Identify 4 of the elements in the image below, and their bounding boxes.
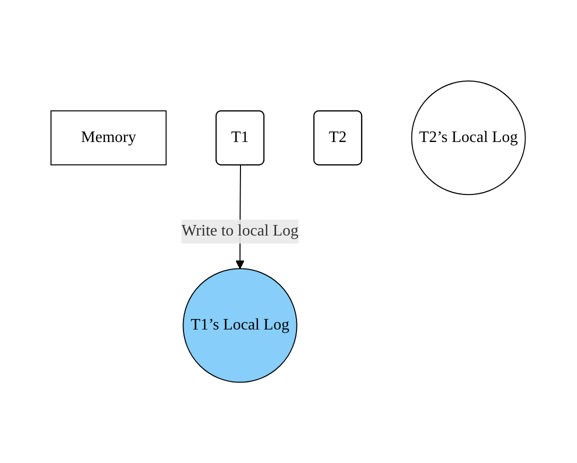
edge-label: Write to local Log: [182, 222, 299, 240]
node-circle: T1’s Local Log: [183, 268, 298, 383]
node-box: Memory: [50, 110, 167, 166]
node-circle: T2’s Local Log: [412, 80, 526, 195]
